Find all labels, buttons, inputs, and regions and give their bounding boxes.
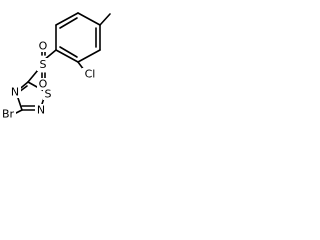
atom-cl: Cl (82, 68, 98, 81)
bond (77, 12, 101, 26)
atom-o-lower: O (37, 78, 49, 91)
bond (55, 49, 79, 63)
bond (55, 12, 79, 26)
atom-n-top: N (9, 86, 21, 99)
atom-o-upper: O (37, 40, 49, 53)
ring-sulfur-label: S (45, 88, 52, 101)
lower-oxygen-label: O (39, 78, 48, 91)
bromine-label: Br (2, 108, 15, 121)
upper-oxygen-label: O (39, 40, 48, 53)
sulfonyl-sulfur-label: S (40, 58, 47, 71)
bond (59, 17, 78, 29)
sulfonyl-thiadiazole-bond (27, 69, 39, 83)
bond (59, 46, 78, 58)
bond (77, 49, 101, 63)
structure-diagram: S O O Cl S N N Br (0, 0, 113, 124)
atom-s-ring: S (43, 88, 54, 101)
methyl-bond (99, 13, 111, 26)
molecule-drawing: S O O Cl S N N Br (0, 12, 111, 121)
bottom-nitrogen-label: N (37, 104, 45, 117)
chlorine-label: Cl (85, 68, 96, 81)
atom-n-bottom: N (35, 104, 47, 117)
atom-br: Br (0, 108, 16, 121)
atom-s-sulfonyl: S (37, 58, 48, 71)
top-nitrogen-label: N (11, 86, 19, 99)
benzene-ring (55, 12, 101, 63)
